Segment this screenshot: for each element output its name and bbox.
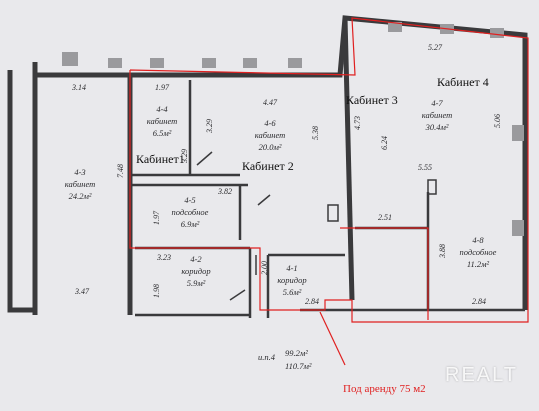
room-4-6-name: кабинет: [255, 130, 286, 140]
room-4-4-num: 4-4: [156, 104, 168, 114]
dim-1-98: 1.98: [152, 284, 161, 298]
room-4-3-num: 4-3: [74, 167, 85, 177]
totals-area-1: 99.2м²: [285, 348, 308, 358]
room-4-8-area: 11.2м²: [467, 259, 490, 269]
room-4-6-num: 4-6: [264, 118, 276, 128]
room-4-2-name: коридор: [181, 266, 210, 276]
dim-2-84-left: 2.84: [305, 297, 319, 306]
room-4-1-name: коридор: [277, 275, 306, 285]
dimensions: 3.14 1.97 4.47 5.27 3.82 5.55 2.51 3.23 …: [71, 43, 486, 306]
office-labels: Кабинет1 Кабинет 2 Кабинет 3 Кабинет 4: [136, 75, 489, 173]
room-4-2-num: 4-2: [190, 254, 202, 264]
doors: [196, 151, 437, 301]
office-2-label: Кабинет 2: [242, 159, 294, 173]
room-4-4-area: 6.5м²: [153, 128, 172, 138]
dim-3-82: 3.82: [217, 187, 232, 196]
room-4-6-area: 20.0м²: [259, 142, 282, 152]
totals-area-2: 110.7м²: [285, 361, 312, 371]
dim-3-23: 3.23: [156, 253, 171, 262]
dim-1-97-side: 1.97: [152, 210, 161, 225]
dim-5-27: 5.27: [428, 43, 443, 52]
dim-1-97-top: 1.97: [155, 83, 170, 92]
office-1-label: Кабинет1: [136, 152, 185, 166]
dim-2-00: 2.00: [260, 261, 269, 275]
dim-5-55: 5.55: [418, 163, 432, 172]
room-4-3-area: 24.2м²: [69, 191, 92, 201]
room-4-7-area: 30.4м²: [425, 122, 449, 132]
dim-2-84-right: 2.84: [472, 297, 486, 306]
room-4-3-name: кабинет: [65, 179, 96, 189]
dim-3-29-b: 3.29: [205, 119, 214, 134]
room-4-5-num: 4-5: [184, 195, 195, 205]
room-4-7-name: кабинет: [422, 110, 453, 120]
dim-4-73: 4.73: [353, 116, 362, 130]
room-4-5-name: подсобное: [172, 207, 209, 217]
room-4-1-area: 5.6м²: [283, 287, 302, 297]
room-4-7-num: 4-7: [431, 98, 443, 108]
dim-2-51: 2.51: [378, 213, 392, 222]
dim-3-29-a: 3.29: [180, 149, 189, 164]
realt-watermark: REALT: [445, 364, 518, 386]
dimensions-vertical: 7.48 3.29 3.29 5.38 4.73 6.24 5.06 1.97 …: [116, 114, 502, 298]
dim-3-14: 3.14: [71, 83, 86, 92]
dim-7-48: 7.48: [116, 164, 125, 178]
dim-5-38: 5.38: [311, 126, 320, 140]
rental-outline: [129, 17, 529, 366]
dim-4-47: 4.47: [263, 98, 278, 107]
dim-6-24: 6.24: [380, 136, 389, 150]
room-tags: 4-3 кабинет 24.2м² 4-4 кабинет 6.5м² 4-6…: [65, 98, 497, 297]
office-3-label: Кабинет 3: [346, 93, 398, 107]
room-4-1-num: 4-1: [286, 263, 297, 273]
dim-5-06: 5.06: [493, 114, 502, 128]
room-4-2-area: 5.9м²: [187, 278, 206, 288]
rent-note: Под аренду 75 м2: [343, 383, 426, 395]
totals: и.п.4 99.2м² 110.7м²: [258, 348, 312, 371]
office-4-label: Кабинет 4: [437, 75, 489, 89]
totals-prefix: и.п.4: [258, 352, 276, 362]
room-4-8-num: 4-8: [472, 235, 484, 245]
room-4-8-name: подсобное: [460, 247, 497, 257]
dim-3-47: 3.47: [74, 287, 90, 296]
room-4-5-area: 6.9м²: [181, 219, 200, 229]
dim-3-88: 3.88: [438, 244, 447, 259]
room-4-4-name: кабинет: [147, 116, 178, 126]
